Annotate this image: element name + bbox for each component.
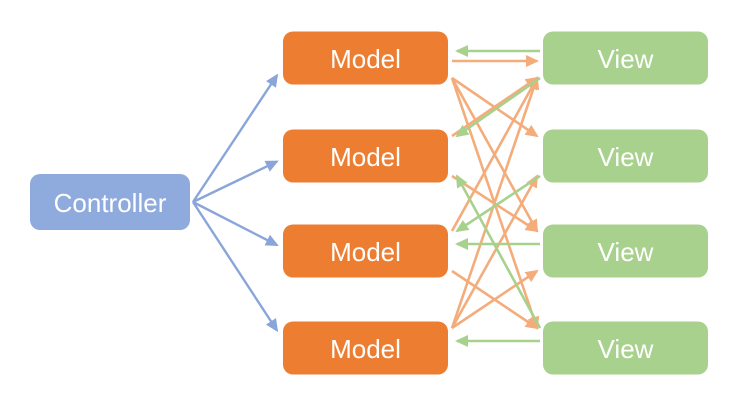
edge-view4-to-model2 — [455, 174, 542, 329]
view-2-box — [543, 129, 708, 183]
edge-controller-to-model-1 — [191, 73, 279, 203]
controller-label: Controller — [54, 188, 167, 218]
model-4-box — [283, 321, 448, 375]
edge-controller-to-model-4 — [191, 201, 279, 333]
edge-controller-to-model-2 — [192, 160, 279, 204]
edge-model3-to-view1 — [450, 76, 539, 232]
view-4-box — [543, 321, 708, 375]
view-3-label: View — [598, 237, 654, 267]
model-2-label: Model — [330, 142, 401, 172]
edge-view1-to-model2 — [455, 76, 541, 138]
model-3-box — [283, 224, 448, 278]
model-4-label: Model — [330, 334, 401, 364]
view-1-box — [543, 31, 708, 85]
view-4-label: View — [598, 334, 654, 364]
controller-box — [30, 174, 190, 230]
model-1-label: Model — [330, 44, 401, 74]
edge-controller-to-model-3 — [192, 200, 279, 247]
edge-view2-to-model3 — [455, 174, 541, 233]
edge-model4-to-view1 — [450, 76, 540, 329]
view-1-label: View — [598, 44, 654, 74]
view-2-label: View — [598, 142, 654, 172]
edge-model4-to-view2 — [450, 174, 539, 329]
model-2-box — [283, 129, 448, 183]
view-3-box — [543, 224, 708, 278]
model-1-box — [283, 31, 448, 85]
edge-model4-to-view3 — [451, 269, 539, 330]
model-3-label: Model — [330, 237, 401, 267]
